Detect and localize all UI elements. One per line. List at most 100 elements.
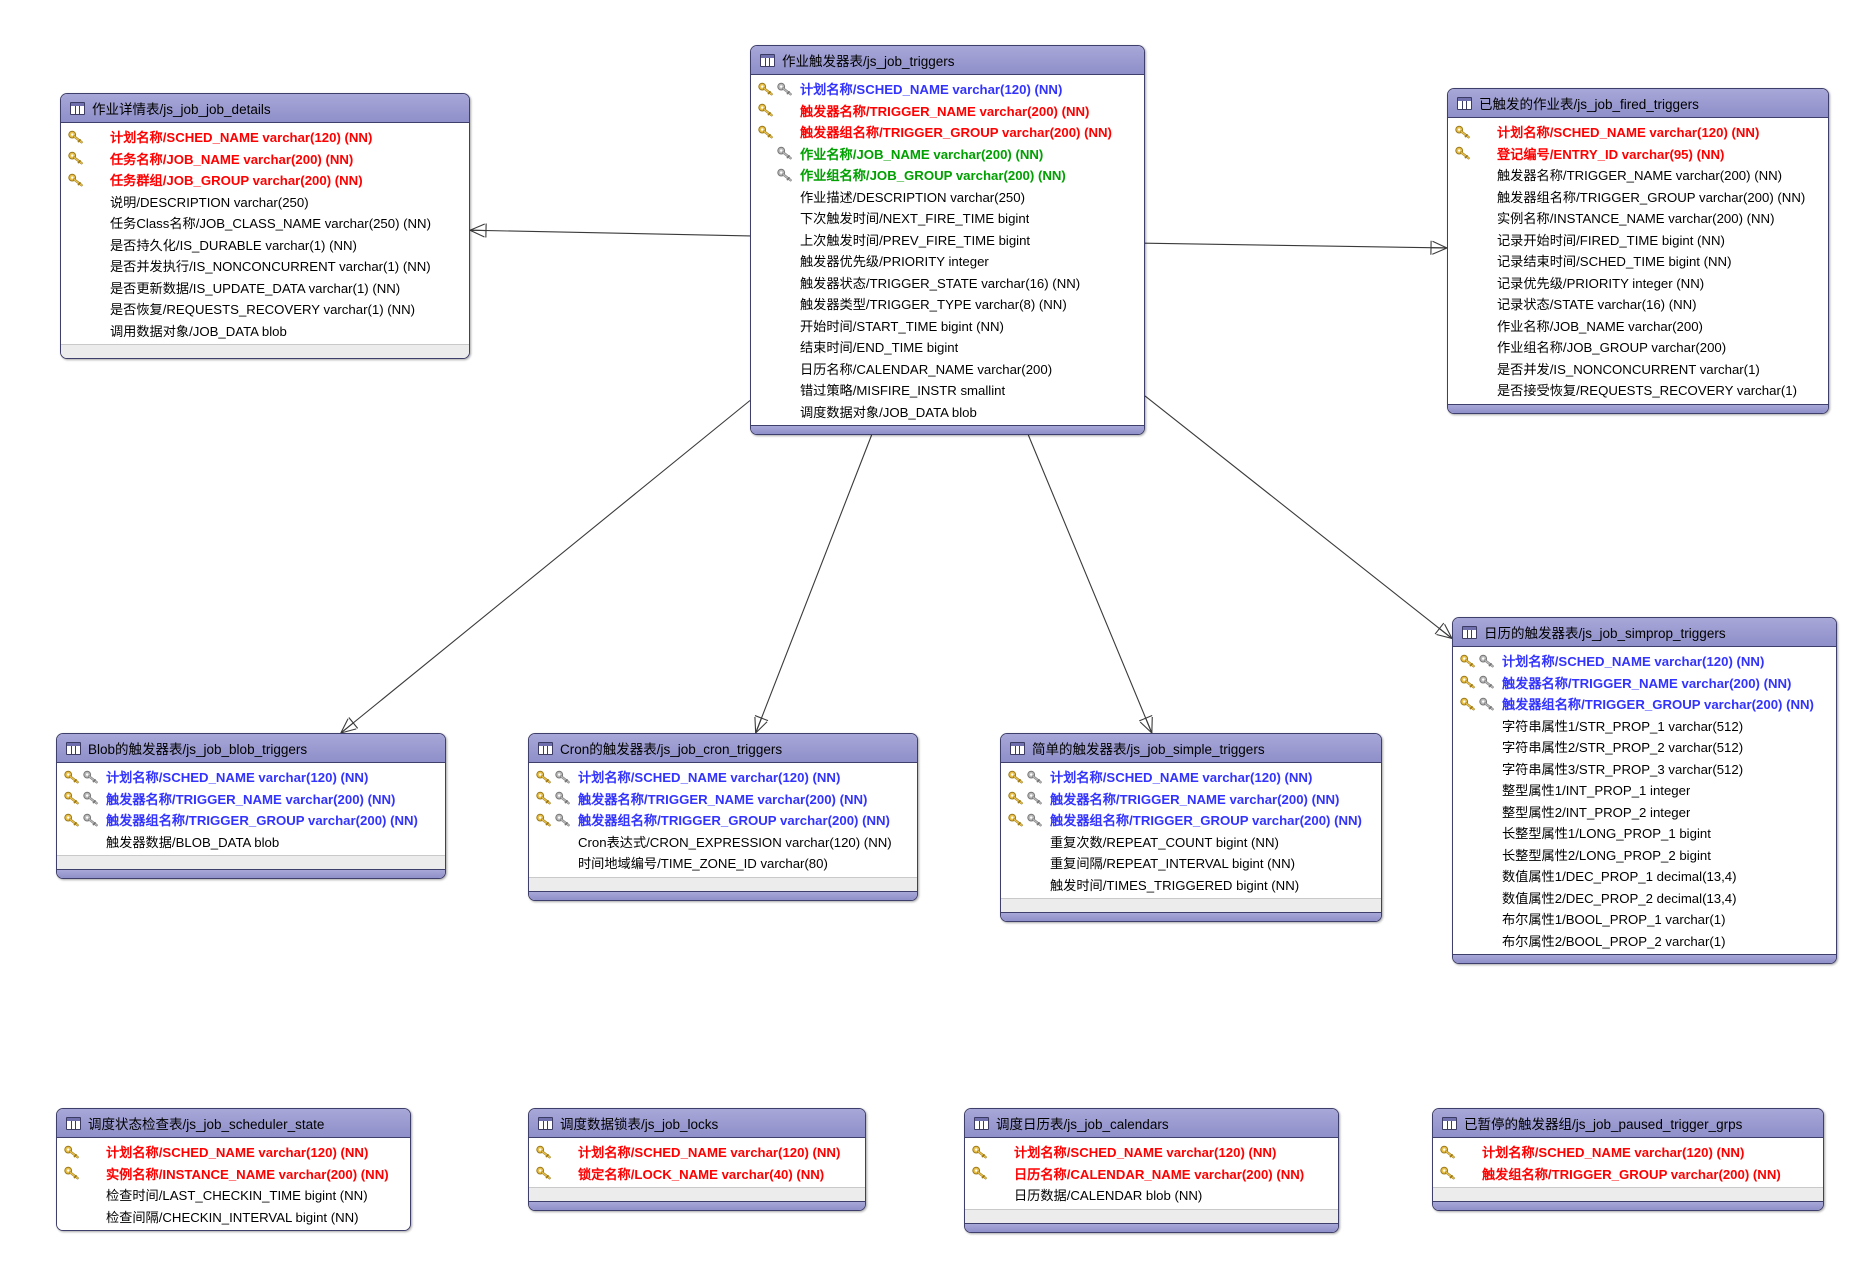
attribute-row[interactable]: 是否更新数据/IS_UPDATE_DATA varchar(1) (NN): [61, 277, 469, 299]
attribute-row[interactable]: 整型属性2/INT_PROP_2 integer: [1453, 801, 1836, 823]
entity-cron_triggers[interactable]: Cron的触发器表/js_job_cron_triggers 计划名称/SCHED…: [528, 733, 918, 901]
entity-job_triggers[interactable]: 作业触发器表/js_job_triggers 计划名称/SCHED_NAME va…: [750, 45, 1145, 435]
attribute-row[interactable]: 触发器名称/TRIGGER_NAME varchar(200) (NN): [1448, 164, 1828, 186]
attribute-row[interactable]: 是否并发/IS_NONCONCURRENT varchar(1): [1448, 358, 1828, 380]
attribute-row[interactable]: 作业组名称/JOB_GROUP varchar(200): [1448, 336, 1828, 358]
attribute-row[interactable]: 时间地域编号/TIME_ZONE_ID varchar(80): [529, 852, 917, 874]
entity-title-cron_triggers[interactable]: Cron的触发器表/js_job_cron_triggers: [529, 734, 917, 763]
attribute-row[interactable]: 布尔属性1/BOOL_PROP_1 varchar(1): [1453, 908, 1836, 930]
attribute-row[interactable]: 布尔属性2/BOOL_PROP_2 varchar(1): [1453, 930, 1836, 952]
attribute-row[interactable]: 记录状态/STATE varchar(16) (NN): [1448, 293, 1828, 315]
attribute-row[interactable]: Cron表达式/CRON_EXPRESSION varchar(120) (NN…: [529, 831, 917, 853]
entity-scheduler_state[interactable]: 调度状态检查表/js_job_scheduler_state 计划名称/SCHED…: [56, 1108, 411, 1231]
attribute-row[interactable]: 上次触发时间/PREV_FIRE_TIME bigint: [751, 229, 1144, 251]
attribute-row[interactable]: 触发器优先级/PRIORITY integer: [751, 250, 1144, 272]
attribute-row[interactable]: 字符串属性1/STR_PROP_1 varchar(512): [1453, 715, 1836, 737]
attribute-row[interactable]: 计划名称/SCHED_NAME varchar(120) (NN): [965, 1141, 1338, 1163]
attribute-row[interactable]: 整型属性1/INT_PROP_1 integer: [1453, 779, 1836, 801]
attribute-row[interactable]: 触发器名称/TRIGGER_NAME varchar(200) (NN): [1001, 788, 1381, 810]
attribute-row[interactable]: 实例名称/INSTANCE_NAME varchar(200) (NN): [1448, 207, 1828, 229]
attribute-row[interactable]: 任务名称/JOB_NAME varchar(200) (NN): [61, 148, 469, 170]
attribute-row[interactable]: 长整型属性1/LONG_PROP_1 bigint: [1453, 822, 1836, 844]
attribute-row[interactable]: 长整型属性2/LONG_PROP_2 bigint: [1453, 844, 1836, 866]
attribute-row[interactable]: 记录优先级/PRIORITY integer (NN): [1448, 272, 1828, 294]
entity-blob_triggers[interactable]: Blob的触发器表/js_job_blob_triggers 计划名称/SCHED…: [56, 733, 446, 879]
entity-title-paused_trigger_grps[interactable]: 已暂停的触发器组/js_job_paused_trigger_grps: [1433, 1109, 1823, 1138]
attribute-row[interactable]: 登记编号/ENTRY_ID varchar(95) (NN): [1448, 143, 1828, 165]
attribute-row[interactable]: 计划名称/SCHED_NAME varchar(120) (NN): [529, 766, 917, 788]
attribute-row[interactable]: 重复间隔/REPEAT_INTERVAL bigint (NN): [1001, 852, 1381, 874]
attribute-row[interactable]: 是否持久化/IS_DURABLE varchar(1) (NN): [61, 234, 469, 256]
attribute-row[interactable]: 是否接受恢复/REQUESTS_RECOVERY varchar(1): [1448, 379, 1828, 401]
attribute-row[interactable]: 数值属性1/DEC_PROP_1 decimal(13,4): [1453, 865, 1836, 887]
attribute-row[interactable]: 锁定名称/LOCK_NAME varchar(40) (NN): [529, 1163, 865, 1185]
attribute-row[interactable]: 计划名称/SCHED_NAME varchar(120) (NN): [1433, 1141, 1823, 1163]
attribute-row[interactable]: 检查间隔/CHECKIN_INTERVAL bigint (NN): [57, 1206, 410, 1228]
entity-paused_trigger_grps[interactable]: 已暂停的触发器组/js_job_paused_trigger_grps 计划名称/…: [1432, 1108, 1824, 1211]
attribute-row[interactable]: 触发器数据/BLOB_DATA blob: [57, 831, 445, 853]
attribute-row[interactable]: 触发时间/TIMES_TRIGGERED bigint (NN): [1001, 874, 1381, 896]
attribute-row[interactable]: 任务Class名称/JOB_CLASS_NAME varchar(250) (N…: [61, 212, 469, 234]
attribute-row[interactable]: 结束时间/END_TIME bigint: [751, 336, 1144, 358]
attribute-row[interactable]: 错过策略/MISFIRE_INSTR smallint: [751, 379, 1144, 401]
attribute-row[interactable]: 是否恢复/REQUESTS_RECOVERY varchar(1) (NN): [61, 298, 469, 320]
attribute-row[interactable]: 作业组名称/JOB_GROUP varchar(200) (NN): [751, 164, 1144, 186]
attribute-row[interactable]: 是否并发执行/IS_NONCONCURRENT varchar(1) (NN): [61, 255, 469, 277]
attribute-row[interactable]: 触发组名称/TRIGGER_GROUP varchar(200) (NN): [1433, 1163, 1823, 1185]
entity-simple_triggers[interactable]: 简单的触发器表/js_job_simple_triggers 计划名称/SCHED…: [1000, 733, 1382, 922]
entity-title-fired_triggers[interactable]: 已触发的作业表/js_job_fired_triggers: [1448, 89, 1828, 118]
attribute-row[interactable]: 触发器组名称/TRIGGER_GROUP varchar(200) (NN): [529, 809, 917, 831]
attribute-row[interactable]: 数值属性2/DEC_PROP_2 decimal(13,4): [1453, 887, 1836, 909]
entity-title-simprop_triggers[interactable]: 日历的触发器表/js_job_simprop_triggers: [1453, 618, 1836, 647]
entity-title-job_triggers[interactable]: 作业触发器表/js_job_triggers: [751, 46, 1144, 75]
attribute-row[interactable]: 字符串属性2/STR_PROP_2 varchar(512): [1453, 736, 1836, 758]
entity-job_details[interactable]: 作业详情表/js_job_job_details 计划名称/SCHED_NAME …: [60, 93, 470, 359]
attribute-row[interactable]: 日历名称/CALENDAR_NAME varchar(200): [751, 358, 1144, 380]
attribute-row[interactable]: 重复次数/REPEAT_COUNT bigint (NN): [1001, 831, 1381, 853]
attribute-row[interactable]: 字符串属性3/STR_PROP_3 varchar(512): [1453, 758, 1836, 780]
attribute-row[interactable]: 日历数据/CALENDAR blob (NN): [965, 1184, 1338, 1206]
attribute-row[interactable]: 触发器组名称/TRIGGER_GROUP varchar(200) (NN): [1453, 693, 1836, 715]
entity-title-blob_triggers[interactable]: Blob的触发器表/js_job_blob_triggers: [57, 734, 445, 763]
entity-title-job_details[interactable]: 作业详情表/js_job_job_details: [61, 94, 469, 123]
attribute-row[interactable]: 计划名称/SCHED_NAME varchar(120) (NN): [61, 126, 469, 148]
entity-calendars[interactable]: 调度日历表/js_job_calendars 计划名称/SCHED_NAME va…: [964, 1108, 1339, 1233]
attribute-row[interactable]: 记录结束时间/SCHED_TIME bigint (NN): [1448, 250, 1828, 272]
attribute-row[interactable]: 计划名称/SCHED_NAME varchar(120) (NN): [57, 766, 445, 788]
attribute-row[interactable]: 计划名称/SCHED_NAME varchar(120) (NN): [751, 78, 1144, 100]
attribute-row[interactable]: 作业描述/DESCRIPTION varchar(250): [751, 186, 1144, 208]
attribute-row[interactable]: 说明/DESCRIPTION varchar(250): [61, 191, 469, 213]
attribute-row[interactable]: 任务群组/JOB_GROUP varchar(200) (NN): [61, 169, 469, 191]
attribute-row[interactable]: 下次触发时间/NEXT_FIRE_TIME bigint: [751, 207, 1144, 229]
attribute-row[interactable]: 计划名称/SCHED_NAME varchar(120) (NN): [1448, 121, 1828, 143]
entity-title-locks[interactable]: 调度数据锁表/js_job_locks: [529, 1109, 865, 1138]
attribute-row[interactable]: 计划名称/SCHED_NAME varchar(120) (NN): [529, 1141, 865, 1163]
entity-title-calendars[interactable]: 调度日历表/js_job_calendars: [965, 1109, 1338, 1138]
attribute-row[interactable]: 调度数据对象/JOB_DATA blob: [751, 401, 1144, 423]
attribute-row[interactable]: 计划名称/SCHED_NAME varchar(120) (NN): [1001, 766, 1381, 788]
entity-title-scheduler_state[interactable]: 调度状态检查表/js_job_scheduler_state: [57, 1109, 410, 1138]
attribute-row[interactable]: 检查时间/LAST_CHECKIN_TIME bigint (NN): [57, 1184, 410, 1206]
entity-locks[interactable]: 调度数据锁表/js_job_locks 计划名称/SCHED_NAME varch…: [528, 1108, 866, 1211]
attribute-row[interactable]: 触发器状态/TRIGGER_STATE varchar(16) (NN): [751, 272, 1144, 294]
attribute-row[interactable]: 作业名称/JOB_NAME varchar(200) (NN): [751, 143, 1144, 165]
entity-title-simple_triggers[interactable]: 简单的触发器表/js_job_simple_triggers: [1001, 734, 1381, 763]
attribute-row[interactable]: 作业名称/JOB_NAME varchar(200): [1448, 315, 1828, 337]
attribute-row[interactable]: 实例名称/INSTANCE_NAME varchar(200) (NN): [57, 1163, 410, 1185]
attribute-row[interactable]: 记录开始时间/FIRED_TIME bigint (NN): [1448, 229, 1828, 251]
attribute-row[interactable]: 调用数据对象/JOB_DATA blob: [61, 320, 469, 342]
attribute-row[interactable]: 触发器名称/TRIGGER_NAME varchar(200) (NN): [1453, 672, 1836, 694]
attribute-row[interactable]: 触发器类型/TRIGGER_TYPE varchar(8) (NN): [751, 293, 1144, 315]
attribute-row[interactable]: 触发器名称/TRIGGER_NAME varchar(200) (NN): [751, 100, 1144, 122]
attribute-row[interactable]: 计划名称/SCHED_NAME varchar(120) (NN): [57, 1141, 410, 1163]
attribute-row[interactable]: 触发器名称/TRIGGER_NAME varchar(200) (NN): [57, 788, 445, 810]
attribute-row[interactable]: 触发器组名称/TRIGGER_GROUP varchar(200) (NN): [57, 809, 445, 831]
attribute-row[interactable]: 触发器名称/TRIGGER_NAME varchar(200) (NN): [529, 788, 917, 810]
attribute-row[interactable]: 开始时间/START_TIME bigint (NN): [751, 315, 1144, 337]
attribute-row[interactable]: 触发器组名称/TRIGGER_GROUP varchar(200) (NN): [751, 121, 1144, 143]
attribute-row[interactable]: 日历名称/CALENDAR_NAME varchar(200) (NN): [965, 1163, 1338, 1185]
entity-fired_triggers[interactable]: 已触发的作业表/js_job_fired_triggers 计划名称/SCHED_…: [1447, 88, 1829, 414]
attribute-row[interactable]: 触发器组名称/TRIGGER_GROUP varchar(200) (NN): [1448, 186, 1828, 208]
attribute-row[interactable]: 触发器组名称/TRIGGER_GROUP varchar(200) (NN): [1001, 809, 1381, 831]
